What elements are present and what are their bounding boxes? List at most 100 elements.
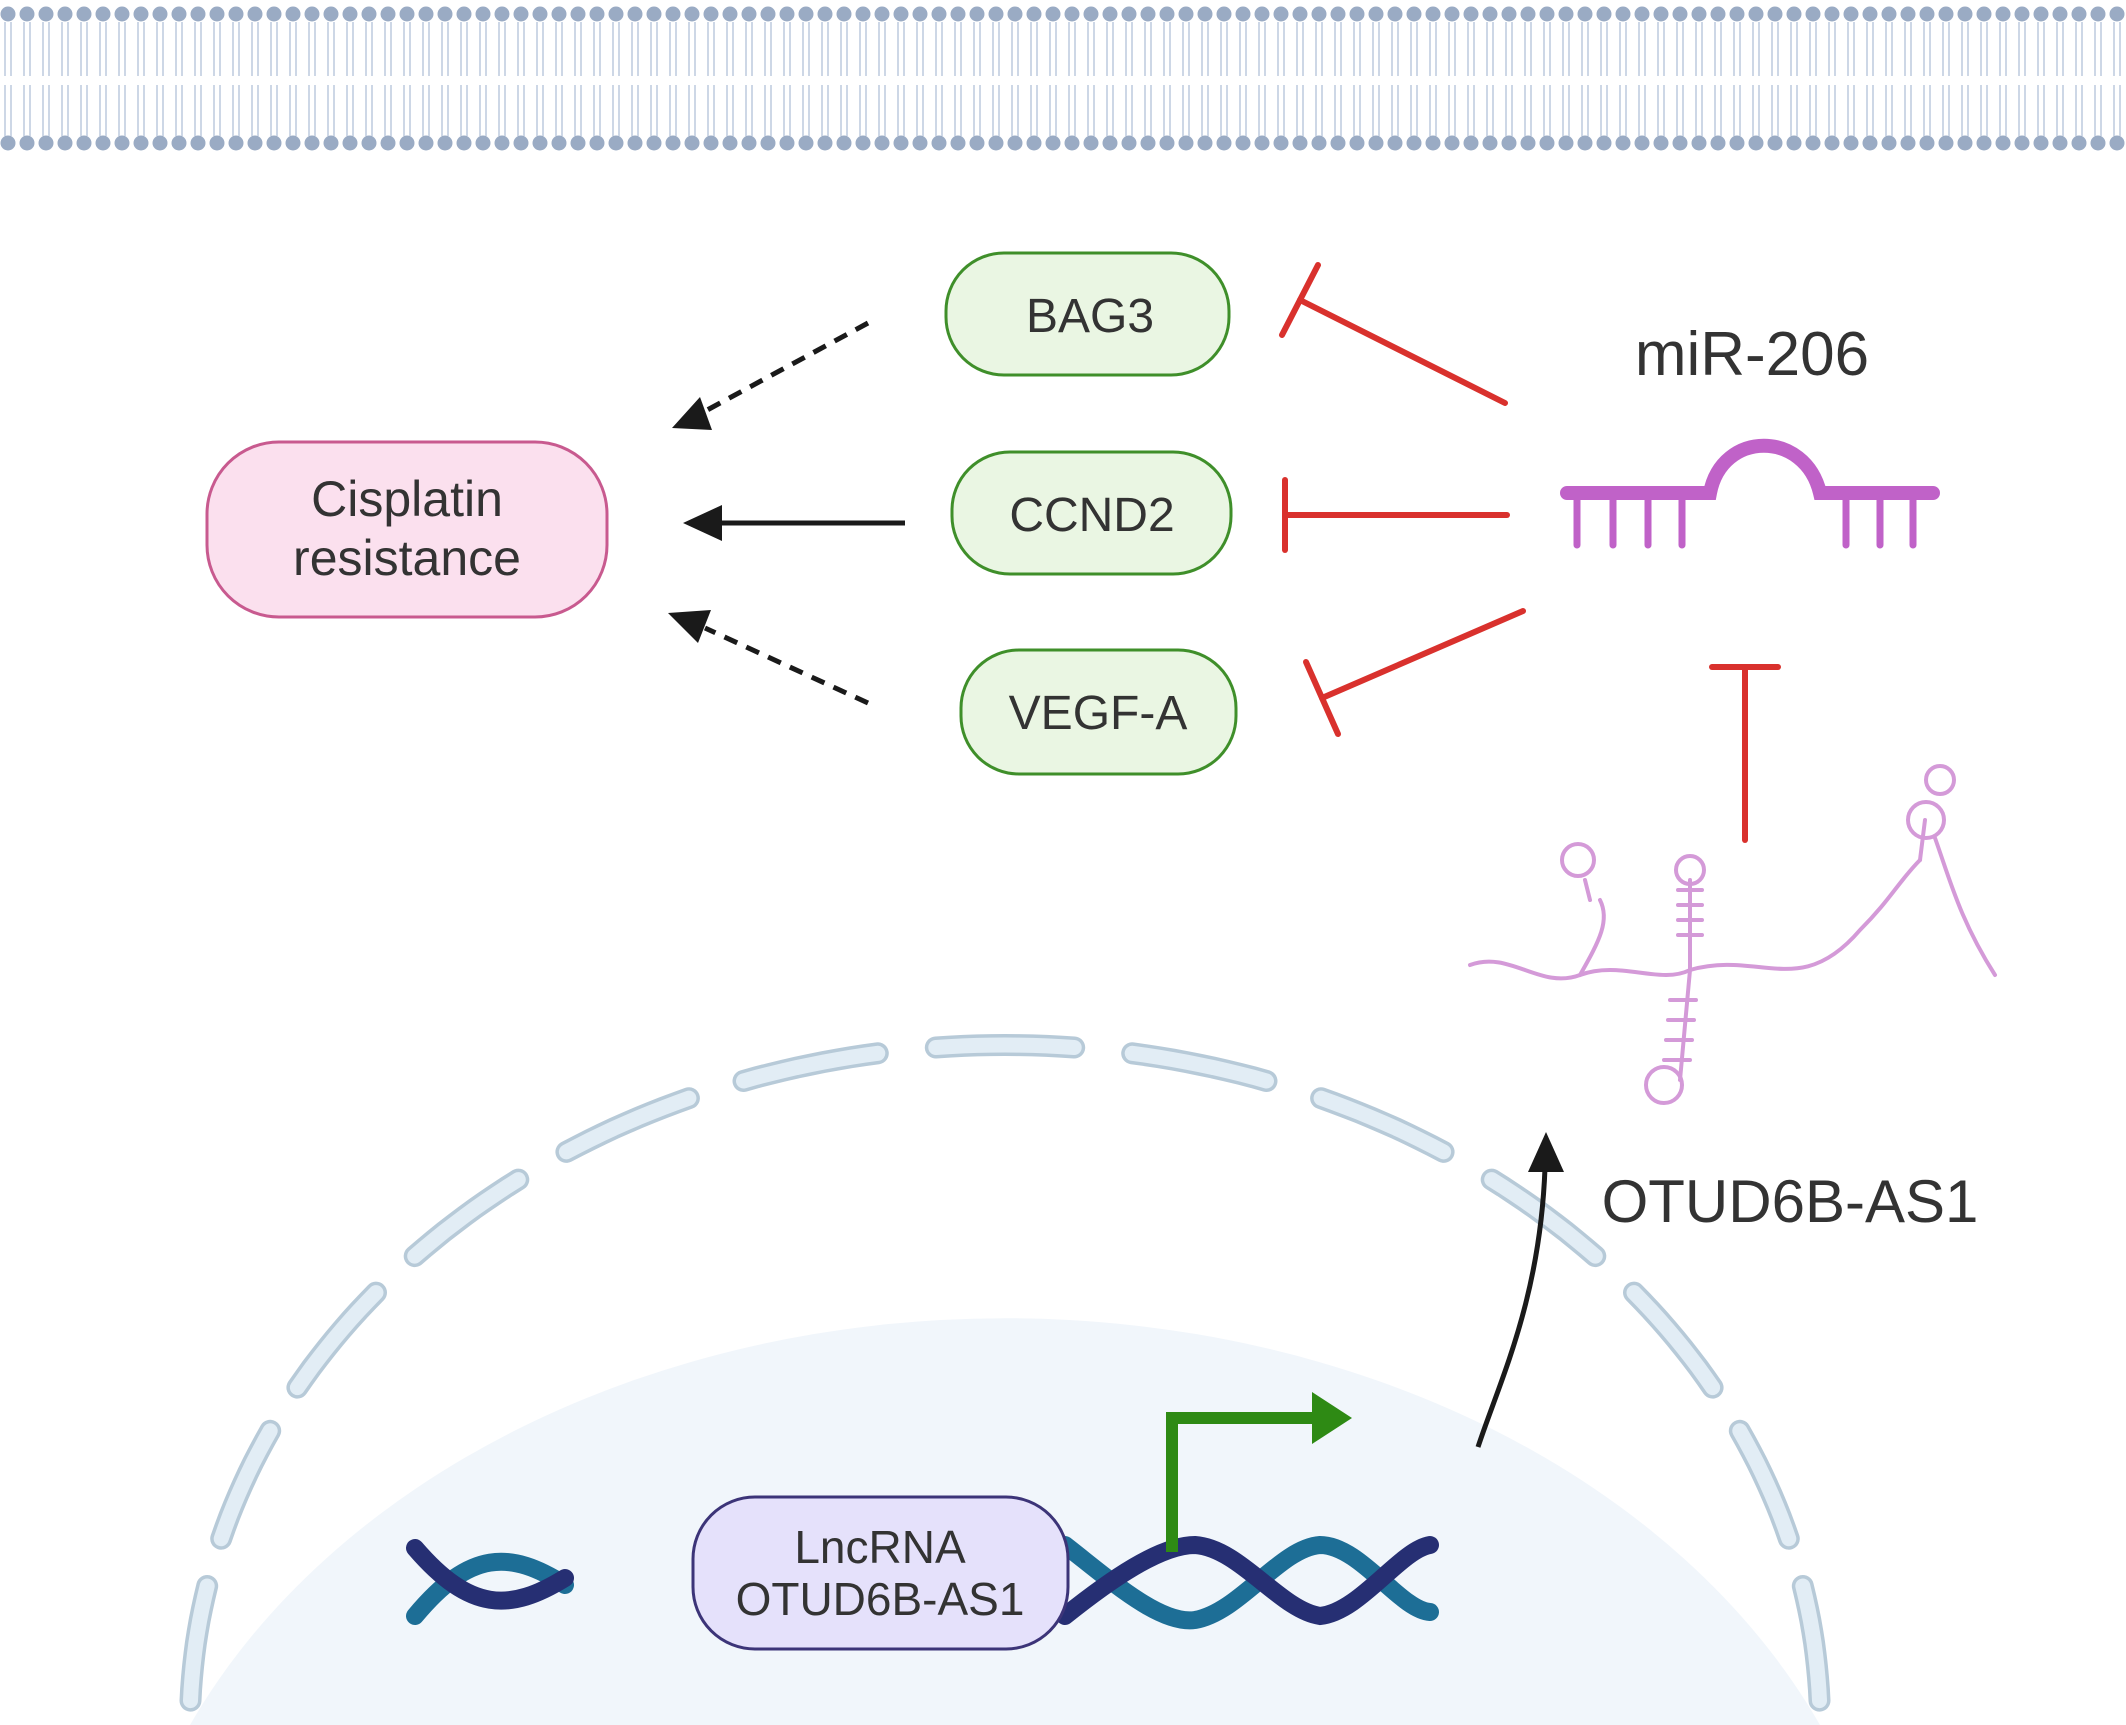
lipid-head xyxy=(1748,135,1764,151)
lipid-head xyxy=(437,6,453,22)
lipid-head xyxy=(798,135,814,151)
lipid-head xyxy=(1501,135,1517,151)
lipid-head xyxy=(418,6,434,22)
lipid-head xyxy=(551,6,567,22)
lipid-head xyxy=(988,6,1004,22)
lipid-head xyxy=(589,135,605,151)
lipid-head xyxy=(323,6,339,22)
lipid-head xyxy=(1767,135,1783,151)
lipid-head xyxy=(1444,135,1460,151)
lipid-head xyxy=(95,135,111,151)
lipid-head xyxy=(1786,6,1802,22)
lipid-head xyxy=(760,6,776,22)
envelope-segment xyxy=(1732,1423,1797,1547)
lipid-head xyxy=(323,135,339,151)
lipid-head xyxy=(1767,6,1783,22)
lipid-head xyxy=(361,6,377,22)
lipid-head xyxy=(171,135,187,151)
lipid-head xyxy=(1748,6,1764,22)
lipid-head xyxy=(684,135,700,151)
lipid-head xyxy=(836,6,852,22)
lipid-head xyxy=(152,135,168,151)
lipid-head xyxy=(1881,6,1897,22)
lipid-head xyxy=(76,135,92,151)
lipid-head xyxy=(1919,6,1935,22)
lipid-head xyxy=(741,6,757,22)
lipid-head xyxy=(399,135,415,151)
target-vegfa: VEGF-A xyxy=(959,648,1238,776)
lipid-head xyxy=(57,6,73,22)
lipid-head xyxy=(399,6,415,22)
lipid-head xyxy=(779,6,795,22)
lipid-head xyxy=(1710,135,1726,151)
lipid-head xyxy=(931,6,947,22)
lipid-head xyxy=(1216,6,1232,22)
lipid-head xyxy=(1615,135,1631,151)
envelope-segment xyxy=(213,1423,278,1547)
lipid-head xyxy=(988,135,1004,151)
lipid-head xyxy=(133,6,149,22)
mirna-structure xyxy=(1560,438,1940,549)
lipid-head xyxy=(1482,135,1498,151)
lipid-head xyxy=(1406,6,1422,22)
lncrna-label: OTUD6B-AS1 xyxy=(1602,1168,1979,1235)
lipid-head xyxy=(228,6,244,22)
lipid-head xyxy=(1292,135,1308,151)
lipid-head xyxy=(342,6,358,22)
lipid-head xyxy=(1235,135,1251,151)
lipid-head xyxy=(1520,6,1536,22)
inhibition-lncrna-mirna xyxy=(1709,664,1781,843)
lipid-head xyxy=(1368,6,1384,22)
lipid-head xyxy=(1501,6,1517,22)
lipid-head xyxy=(1995,135,2011,151)
lipid-head xyxy=(1634,135,1650,151)
lipid-head xyxy=(19,135,35,151)
lipid-head xyxy=(1957,135,1973,151)
lipid-head xyxy=(1976,135,1992,151)
lipid-head xyxy=(1349,6,1365,22)
lipid-head xyxy=(1995,6,2011,22)
lipid-head xyxy=(342,135,358,151)
envelope-segment xyxy=(928,1037,1082,1055)
lipid-head xyxy=(608,135,624,151)
lipid-head xyxy=(1311,135,1327,151)
lipid-head xyxy=(513,135,529,151)
lipid-head xyxy=(836,135,852,151)
lipid-head xyxy=(1881,135,1897,151)
lipid-head xyxy=(361,135,377,151)
lipid-head xyxy=(1577,6,1593,22)
export-arrow xyxy=(1475,1132,1564,1448)
lipid-head xyxy=(1577,135,1593,151)
lipid-head xyxy=(1653,135,1669,151)
envelope-segment xyxy=(1795,1578,1827,1709)
gene-box: LncRNA OTUD6B-AS1 xyxy=(691,1495,1070,1651)
lipid-head xyxy=(1729,6,1745,22)
lipid-head xyxy=(1387,135,1403,151)
lipid-head xyxy=(2071,6,2087,22)
lipid-head xyxy=(2033,135,2049,151)
lipid-head xyxy=(1710,6,1726,22)
lipid-head xyxy=(931,135,947,151)
target-bag3: BAG3 xyxy=(944,251,1231,377)
ccnd2-label: CCND2 xyxy=(1009,489,1174,542)
lipid-head xyxy=(1368,135,1384,151)
lipid-head xyxy=(304,135,320,151)
envelope-segment xyxy=(1626,1285,1721,1396)
lipid-head xyxy=(1026,135,1042,151)
lipid-head xyxy=(1292,6,1308,22)
lipid-head xyxy=(0,6,16,22)
lipid-head xyxy=(475,135,491,151)
lipid-head xyxy=(1254,135,1270,151)
lipid-head xyxy=(1900,135,1916,151)
lipid-head xyxy=(1691,6,1707,22)
lipid-head xyxy=(627,6,643,22)
envelope-segment xyxy=(736,1045,886,1089)
lipid-head xyxy=(1862,6,1878,22)
lipid-head xyxy=(665,135,681,151)
lipid-head xyxy=(1083,135,1099,151)
cisplatin-label-line-1: Cisplatin xyxy=(311,471,503,527)
lipid-head xyxy=(304,6,320,22)
lipid-head xyxy=(1843,135,1859,151)
promoter-arrow xyxy=(1166,1392,1352,1552)
lipid-head xyxy=(0,135,16,151)
